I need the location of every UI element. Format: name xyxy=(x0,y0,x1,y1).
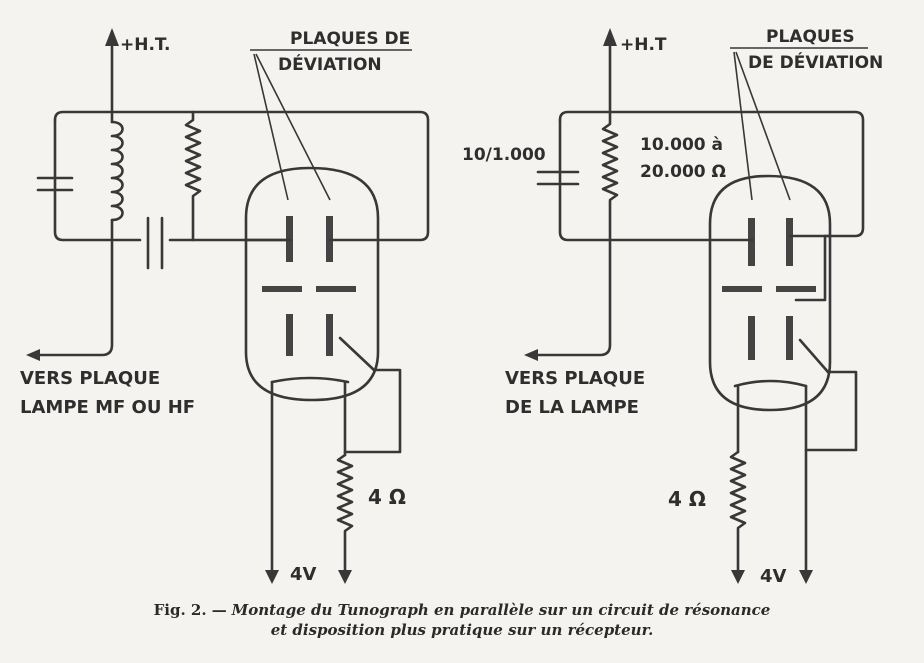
left-ht-arrow xyxy=(105,28,119,46)
right-supply-arrow-1 xyxy=(731,570,745,584)
left-shunt-resistor xyxy=(184,110,202,242)
right-plate-link-4 xyxy=(798,338,830,374)
left-pointer-1 xyxy=(253,53,289,201)
caption-line-1: Montage du Tunograph en parallèle sur un… xyxy=(231,601,771,619)
right-filament xyxy=(733,379,808,388)
left-supply-arrow-2 xyxy=(338,570,352,584)
left-filament xyxy=(270,376,350,384)
left-plate-x2 xyxy=(316,286,356,292)
right-resistor-label: 4 Ω xyxy=(668,487,706,511)
right-capacitor-label: 10/1.000 xyxy=(462,145,546,165)
right-output-lead xyxy=(528,238,612,357)
right-pointer-1 xyxy=(733,51,753,201)
right-plate-x2 xyxy=(776,286,816,292)
right-tube-envelope xyxy=(708,174,832,412)
right-circuit: +H.T 10/1.000 10.000 à 20.000 Ω VERS PLA… xyxy=(462,27,883,587)
left-supply-arrow-1 xyxy=(265,570,279,584)
right-left-rail xyxy=(558,118,712,242)
left-return-loop xyxy=(343,368,402,454)
left-left-rail xyxy=(53,118,142,242)
right-plate-3 xyxy=(748,316,755,360)
left-plate-link-3 xyxy=(338,336,376,372)
left-tube-envelope xyxy=(244,166,380,402)
left-plate-3 xyxy=(286,314,293,356)
left-ht-label: +H.T. xyxy=(120,35,170,55)
caption-line-2: et disposition plus pratique sur un réce… xyxy=(270,621,654,639)
left-resistor-label: 4 Ω xyxy=(368,485,406,509)
figure-number: Fig. 2. — xyxy=(153,601,227,619)
right-resistor-value-1: 10.000 à xyxy=(640,135,723,155)
figure-caption: Fig. 2. — Montage du Tunograph en parall… xyxy=(0,600,924,640)
left-plate-x1 xyxy=(262,286,302,292)
left-circuit: +H.T. VERS PLAQUE LAMPE MF OU HF PLAQUES… xyxy=(20,28,430,585)
left-plate-4 xyxy=(326,314,333,356)
right-ht-arrow xyxy=(603,28,617,46)
left-output-label-2: LAMPE MF OU HF xyxy=(20,397,195,418)
right-output-label-1: VERS PLAQUE xyxy=(505,368,645,389)
right-ht-label: +H.T xyxy=(620,35,667,55)
right-resistor-value-2: 20.000 Ω xyxy=(640,162,726,182)
right-plates-label-1: PLAQUES xyxy=(766,27,855,47)
right-filament-resistor xyxy=(729,450,747,578)
left-filament-resistor xyxy=(336,453,354,578)
right-shunt-resistor xyxy=(601,110,619,242)
left-plates-label-2: DÉVIATION xyxy=(278,53,382,75)
right-plate-y1 xyxy=(748,218,755,266)
right-output-arrow xyxy=(524,349,538,361)
left-output-label-1: VERS PLAQUE xyxy=(20,368,160,389)
right-voltage-label: 4V xyxy=(760,566,787,587)
right-plate-y2 xyxy=(786,218,793,266)
left-inductor-coil xyxy=(110,120,124,222)
left-pointer-2 xyxy=(255,53,331,201)
right-top-rail xyxy=(558,110,865,238)
left-top-rail xyxy=(53,110,430,242)
left-plates-label-1: PLAQUES DE xyxy=(290,29,410,49)
left-output-lead xyxy=(30,238,114,357)
left-output-arrow xyxy=(26,349,40,361)
right-return-loop xyxy=(804,370,858,452)
right-plates-label-2: DE DÉVIATION xyxy=(748,51,883,73)
right-plate-4 xyxy=(786,316,793,360)
right-plate-x1 xyxy=(722,286,762,292)
right-plate-link-3 xyxy=(794,234,827,302)
right-supply-arrow-2 xyxy=(799,570,813,584)
right-output-label-2: DE LA LAMPE xyxy=(505,397,639,418)
left-voltage-label: 4V xyxy=(290,564,317,585)
